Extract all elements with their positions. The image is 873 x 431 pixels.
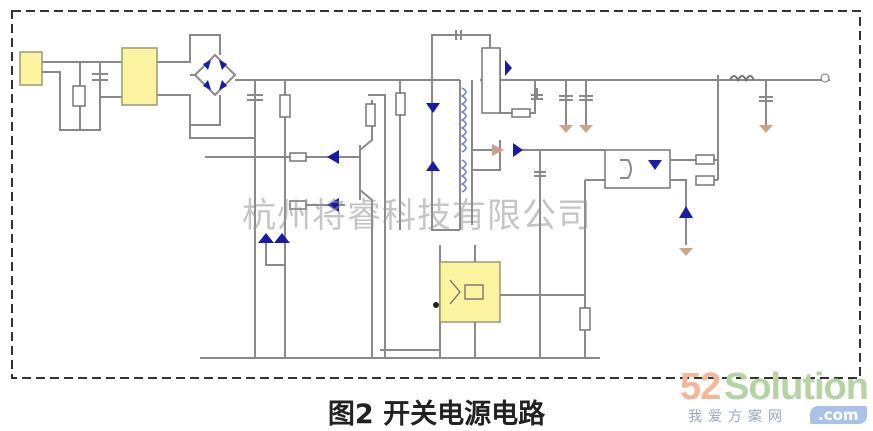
bulk-capacitor bbox=[247, 94, 263, 101]
resistor bbox=[395, 92, 406, 116]
transformer bbox=[426, 30, 504, 358]
watermark-text: 杭州将睿科技有限公司 bbox=[242, 196, 592, 236]
output-diode bbox=[513, 143, 523, 157]
input-filter bbox=[19, 34, 221, 131]
bridge-rectifier bbox=[189, 53, 460, 139]
capacitor bbox=[531, 94, 543, 100]
clamp-diode bbox=[426, 103, 440, 113]
logo-number: 52 bbox=[680, 366, 721, 408]
primary-circuit bbox=[200, 80, 600, 359]
capacitor bbox=[534, 171, 546, 177]
output-capacitor bbox=[559, 95, 773, 102]
zener-diode bbox=[327, 198, 339, 212]
resistor bbox=[279, 94, 291, 118]
resistor bbox=[695, 154, 715, 165]
x-capacitor bbox=[92, 73, 108, 81]
resistor bbox=[365, 103, 376, 127]
varistor bbox=[72, 85, 86, 107]
resistor bbox=[511, 108, 531, 118]
logo-word: Solution bbox=[724, 366, 869, 408]
resistor bbox=[579, 307, 591, 331]
pwm-controller-ic bbox=[433, 261, 501, 323]
logo-chinese: 我爱方案网 bbox=[688, 409, 788, 425]
ground-icon bbox=[559, 125, 573, 133]
opto-led bbox=[648, 160, 662, 170]
resistor bbox=[289, 152, 307, 162]
logo-domain: .com bbox=[810, 406, 867, 424]
ground-icon bbox=[579, 125, 593, 133]
resistor bbox=[695, 175, 715, 186]
tl431-regulator bbox=[679, 206, 693, 218]
ground-icon bbox=[679, 248, 693, 256]
zener-diode bbox=[327, 150, 339, 164]
figure-caption: 图2 开关电源电路 bbox=[327, 399, 546, 430]
resistor bbox=[289, 200, 307, 210]
input-connector bbox=[19, 51, 43, 86]
clamp-diode bbox=[426, 161, 440, 171]
output-inductor bbox=[729, 75, 755, 83]
feedback-loop bbox=[604, 149, 715, 256]
snubber-capacitor bbox=[455, 30, 462, 40]
output-diode bbox=[505, 60, 512, 76]
ground-icon bbox=[759, 125, 773, 133]
site-logo: 52 Solution 我爱方案网 .com bbox=[680, 366, 870, 426]
optocoupler bbox=[604, 149, 671, 189]
output-rectifier-module bbox=[481, 47, 501, 114]
tvs-diode bbox=[258, 233, 274, 243]
emi-filter-ic bbox=[121, 47, 158, 106]
dashed-border bbox=[11, 10, 861, 379]
